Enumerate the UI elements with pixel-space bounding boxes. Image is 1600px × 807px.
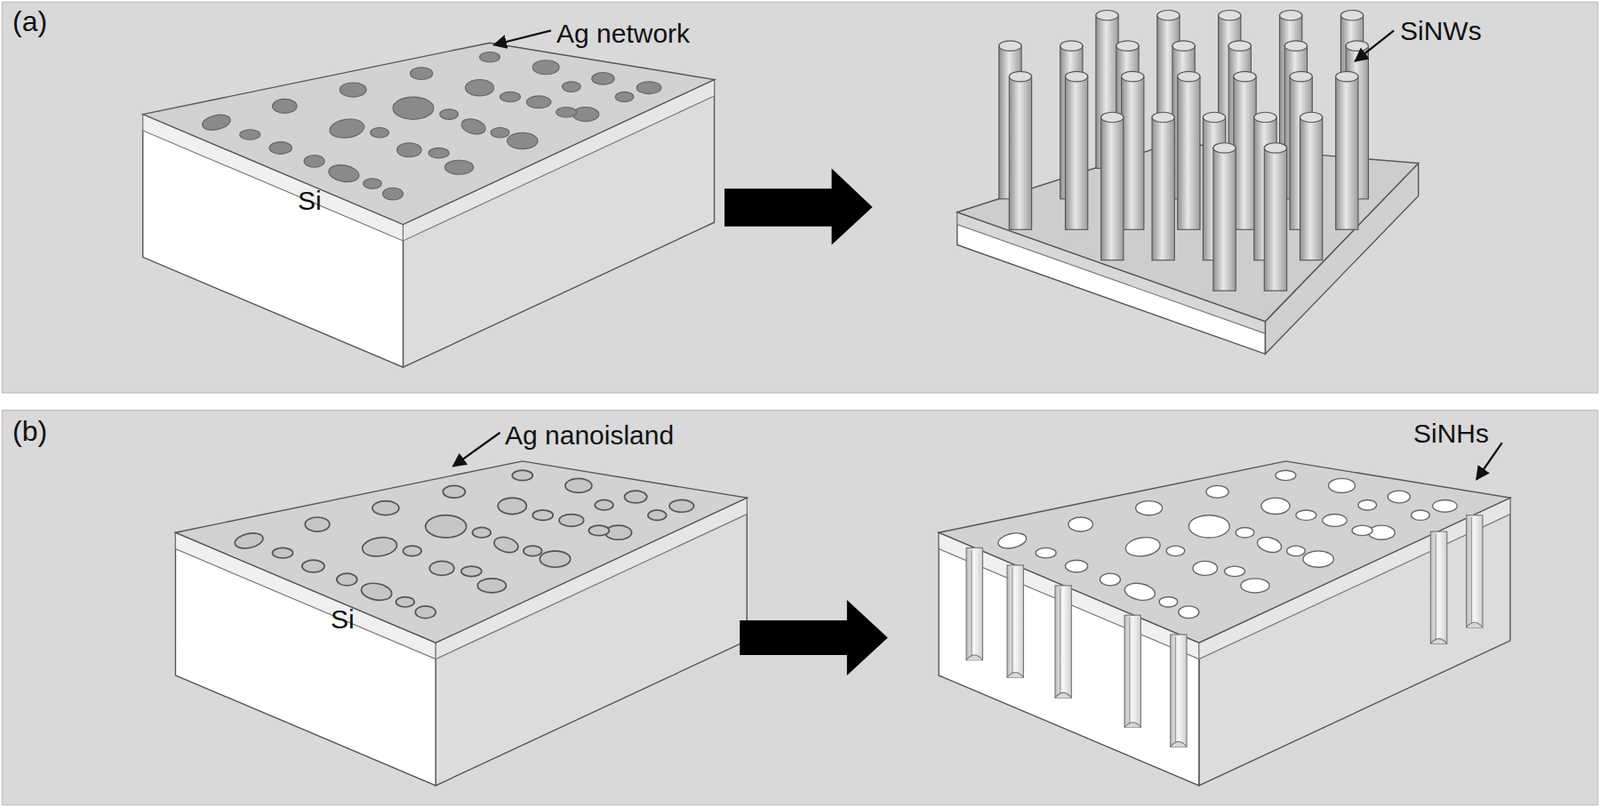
leader-line (453, 432, 501, 467)
process-arrow (724, 168, 872, 245)
label: SiNWs (1400, 16, 1482, 46)
leader-line (1476, 442, 1503, 480)
panel-a (1, 1, 1598, 393)
si-block-holes (938, 461, 1511, 786)
label: (b) (12, 416, 48, 448)
label: Si (297, 185, 322, 216)
ag-holes (200, 52, 662, 200)
label: Ag nanoisland (504, 420, 674, 450)
si-block (175, 461, 747, 786)
leader-line (494, 30, 552, 45)
label: Ag network (556, 18, 690, 48)
leader-line (1354, 30, 1394, 61)
label: SiNHs (1413, 418, 1489, 448)
panel-b (1, 409, 1598, 805)
nanowires (999, 9, 1369, 291)
process-arrow (739, 600, 888, 676)
label: (a) (12, 6, 48, 38)
label: Si (330, 604, 355, 634)
si-block (143, 42, 715, 368)
